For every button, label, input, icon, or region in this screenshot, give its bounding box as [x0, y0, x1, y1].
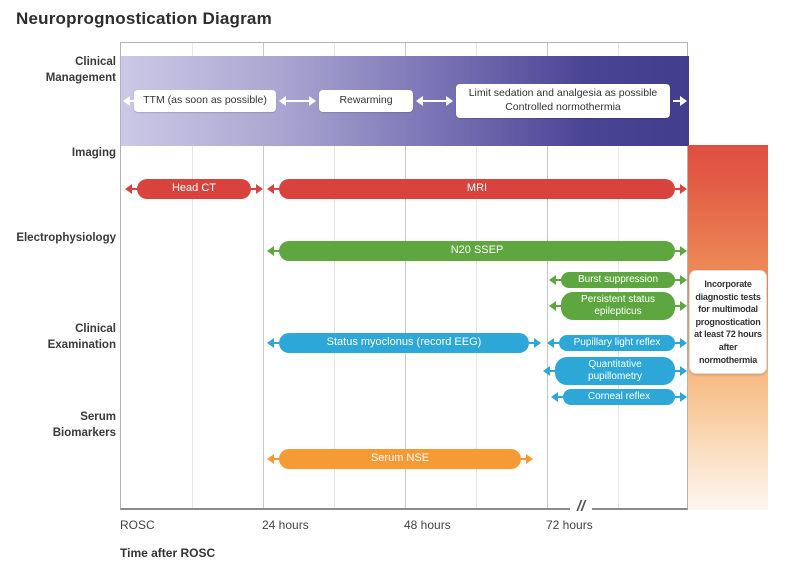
arrow-shaft — [673, 100, 680, 102]
bar-label: Pupillary light reflex — [559, 335, 675, 351]
arrow-shaft — [675, 342, 680, 344]
arrow-shaft — [529, 342, 534, 344]
bar-label: Corneal reflex — [563, 389, 675, 405]
arrow-shaft — [132, 188, 137, 190]
arrow-shaft — [286, 100, 309, 102]
arrow-shaft — [521, 458, 526, 460]
arrowhead-left-icon — [416, 96, 423, 106]
double-arrow-icon — [279, 96, 316, 106]
arrow-shaft — [274, 342, 279, 344]
arrowhead-right-icon — [680, 392, 687, 402]
multimodal-prognostication-note: Incorporate diagnostic tests for multimo… — [689, 270, 767, 375]
arrowhead-right-icon — [534, 338, 541, 348]
arrow-shaft — [556, 279, 561, 281]
arrowhead-right-icon — [680, 338, 687, 348]
arrow-shaft — [675, 305, 680, 307]
bar-pupillary-light-reflex: Pupillary light reflex — [547, 334, 687, 352]
arrowhead-left-icon — [267, 246, 274, 256]
arrow-shaft — [274, 188, 279, 190]
row-label-clinical-management: Clinical Management — [45, 56, 116, 84]
gridline-minor — [192, 43, 193, 508]
arrowhead-left-icon — [267, 184, 274, 194]
page-title: Neuroprognostication Diagram — [16, 9, 272, 28]
arrowhead-right-icon — [680, 366, 687, 376]
arrowhead-right-icon — [680, 184, 687, 194]
arrow-shaft — [550, 370, 555, 372]
arrow-shaft — [554, 342, 559, 344]
row-label-serum-biomarkers: Serum Biomarkers — [52, 411, 116, 439]
arrowhead-right-icon — [680, 96, 687, 106]
clinical-management-band: TTM (as soon as possible) Rewarming Limi… — [121, 56, 689, 146]
double-arrow-icon — [673, 96, 687, 106]
arrow-shaft — [675, 250, 680, 252]
double-arrow-icon — [416, 96, 453, 106]
bar-label: Quantitative pupillometry — [555, 357, 675, 385]
tick-rosc: ROSC — [120, 518, 155, 532]
double-arrow-icon — [123, 96, 134, 106]
plot-area: TTM (as soon as possible) Rewarming Limi… — [120, 42, 689, 510]
gridline-48h — [405, 43, 406, 508]
arrow-shaft — [558, 396, 563, 398]
tick-24-hours: 24 hours — [262, 518, 309, 532]
arrowhead-left-icon — [123, 96, 130, 106]
arrowhead-right-icon — [446, 96, 453, 106]
row-label-electrophysiology: Electrophysiology — [16, 232, 116, 244]
arrowhead-left-icon — [549, 301, 556, 311]
arrow-shaft — [556, 305, 561, 307]
arrow-shaft — [130, 100, 134, 102]
arrowhead-left-icon — [543, 366, 550, 376]
gridline-minor — [334, 43, 335, 508]
arrowhead-left-icon — [279, 96, 286, 106]
bar-label: Status myoclonus (record EEG) — [279, 333, 529, 353]
management-box-sedation: Limit sedation and analgesia as possible… — [456, 84, 670, 118]
arrow-shaft — [675, 396, 680, 398]
axis-break-icon: // — [570, 496, 592, 516]
bar-corneal-reflex: Corneal reflex — [551, 388, 687, 406]
bar-status-myoclonus: Status myoclonus (record EEG) — [267, 333, 541, 353]
arrow-shaft — [423, 100, 446, 102]
bar-n20-ssep: N20 SSEP — [267, 241, 687, 261]
arrow-shaft — [251, 188, 256, 190]
arrowhead-left-icon — [549, 275, 556, 285]
arrow-shaft — [274, 458, 279, 460]
bar-persistent-status-epilepticus: Persistent status epilepticus — [549, 292, 687, 320]
bar-head-ct: Head CT — [125, 179, 263, 199]
arrow-shaft — [675, 370, 680, 372]
bar-serum-nse: Serum NSE — [267, 449, 533, 469]
row-label-imaging: Imaging — [71, 147, 116, 159]
bar-burst-suppression: Burst suppression — [549, 271, 687, 289]
arrowhead-right-icon — [680, 246, 687, 256]
arrow-shaft — [274, 250, 279, 252]
bar-mri: MRI — [267, 179, 687, 199]
arrowhead-left-icon — [551, 392, 558, 402]
tick-72-hours: 72 hours — [546, 518, 593, 532]
arrowhead-left-icon — [547, 338, 554, 348]
arrow-shaft — [675, 188, 680, 190]
bar-label: Burst suppression — [561, 272, 675, 288]
arrowhead-right-icon — [256, 184, 263, 194]
bar-quantitative-pupillometry: Quantitative pupillometry — [543, 357, 687, 385]
bar-label: Head CT — [137, 179, 251, 199]
tick-48-hours: 48 hours — [404, 518, 451, 532]
arrowhead-right-icon — [680, 275, 687, 285]
axis-title: Time after ROSC — [120, 546, 216, 560]
management-box-ttm: TTM (as soon as possible) — [134, 90, 276, 112]
gridline-72h — [547, 43, 548, 508]
arrowhead-right-icon — [526, 454, 533, 464]
bar-label: Persistent status epilepticus — [561, 292, 675, 320]
gridline-minor — [476, 43, 477, 508]
arrowhead-left-icon — [267, 338, 274, 348]
arrow-shaft — [675, 279, 680, 281]
bar-label: N20 SSEP — [279, 241, 675, 261]
bar-label: MRI — [279, 179, 675, 199]
management-box-rewarming: Rewarming — [319, 90, 413, 112]
row-label-clinical-examination: Clinical Examination — [47, 323, 116, 351]
arrowhead-right-icon — [309, 96, 316, 106]
arrowhead-right-icon — [680, 301, 687, 311]
gridline-24h — [263, 43, 264, 508]
bar-label: Serum NSE — [279, 449, 521, 469]
arrowhead-left-icon — [267, 454, 274, 464]
arrowhead-left-icon — [125, 184, 132, 194]
